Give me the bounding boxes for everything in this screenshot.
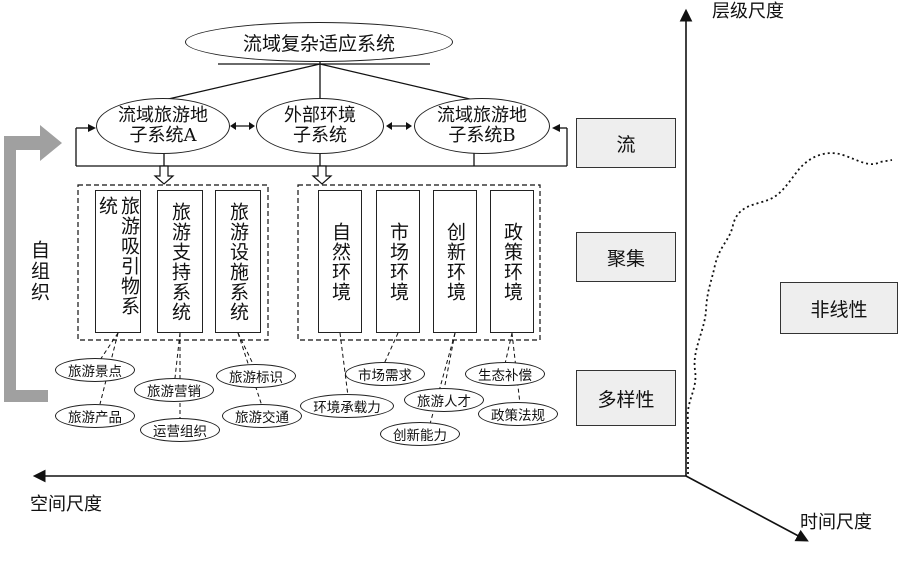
aggregation-label: 聚集 (606, 247, 645, 270)
natural-environment-box: 自然环境 (318, 190, 362, 333)
external-subsystem-line1: 外部环境 (284, 105, 356, 126)
subsystem-b-line2: 子系统B (448, 125, 516, 146)
nonlinearity-curve (686, 152, 893, 474)
self-organization-arrow (4, 125, 62, 402)
element-oval-innovation-capacity: 创新能力 (380, 422, 460, 446)
market-environment-box: 市场环境 (376, 190, 420, 333)
subsystem-b-line1: 流域旅游地 (437, 105, 527, 126)
group-box-left (77, 184, 269, 341)
self-organization-label: 自组织 (28, 240, 50, 303)
element-oval-signage: 旅游标识 (216, 364, 296, 388)
external-subsystem-line2: 子系统 (293, 125, 347, 146)
innovation-environment-label: 创新环境 (444, 221, 466, 302)
spatial-scale-label: 空间尺度 (30, 494, 102, 515)
element-oval-talent: 旅游人才 (404, 388, 484, 412)
attraction-system-label: 旅游吸引物系统 (96, 195, 140, 316)
diversity-box: 多样性 (576, 370, 676, 426)
aggregation-box: 聚集 (576, 232, 676, 282)
subsystem-a-oval: 流域旅游地子系统A (96, 98, 230, 154)
element-oval-marketing: 旅游营销 (134, 378, 214, 402)
support-system-box: 旅游支持系统 (157, 190, 203, 333)
innovation-environment-box: 创新环境 (433, 190, 477, 333)
element-label: 旅游景点 (68, 364, 122, 380)
element-oval-products: 旅游产品 (55, 404, 135, 428)
flow-label: 流 (616, 133, 636, 156)
subsystem-a-line2: 子系统A (129, 125, 197, 146)
element-label: 市场需求 (358, 368, 412, 384)
flow-box: 流 (576, 118, 676, 168)
element-label: 旅游产品 (68, 410, 122, 426)
element-oval-market-demand: 市场需求 (345, 362, 425, 386)
temporal-scale-label: 时间尺度 (800, 512, 872, 533)
nonlinearity-label: 非线性 (810, 298, 868, 321)
element-oval-carrying-capacity: 环境承载力 (300, 394, 394, 418)
subsystem-a-line1: 流域旅游地 (118, 105, 208, 126)
element-label: 生态补偿 (478, 368, 532, 384)
policy-environment-label: 政策环境 (501, 221, 523, 302)
diversity-label: 多样性 (597, 388, 655, 411)
attraction-system-box: 旅游吸引物系统 (95, 190, 141, 333)
support-system-label: 旅游支持系统 (169, 201, 191, 322)
facility-system-label: 旅游设施系统 (227, 201, 249, 322)
element-label: 旅游人才 (417, 394, 471, 410)
group-box-right (297, 184, 541, 341)
element-label: 运营组织 (153, 424, 207, 440)
down-arrow-left (153, 165, 175, 185)
element-oval-scenic-spots: 旅游景点 (55, 358, 135, 382)
element-label: 创新能力 (393, 428, 447, 444)
facility-system-box: 旅游设施系统 (215, 190, 261, 333)
market-environment-label: 市场环境 (387, 221, 409, 302)
element-label: 旅游营销 (147, 384, 201, 400)
element-oval-eco-compensation: 生态补偿 (465, 362, 545, 386)
nonlinearity-box: 非线性 (780, 282, 898, 334)
hierarchy-scale-label: 层级尺度 (712, 1, 784, 22)
element-label: 旅游标识 (229, 370, 283, 386)
element-label: 政策法规 (491, 408, 545, 424)
complex-adaptive-system-oval: 流域复杂适应系统 (185, 22, 453, 62)
complex-adaptive-system-label: 流域复杂适应系统 (242, 32, 395, 55)
down-arrow-right (311, 165, 333, 185)
subsystem-b-oval: 流域旅游地子系统B (414, 98, 550, 154)
policy-environment-box: 政策环境 (490, 190, 534, 333)
element-label: 环境承载力 (313, 400, 381, 416)
element-oval-operations: 运营组织 (140, 418, 220, 442)
element-oval-transport: 旅游交通 (222, 404, 302, 428)
diagonal-axis (685, 475, 809, 542)
element-label: 旅游交通 (235, 410, 289, 426)
natural-environment-label: 自然环境 (329, 221, 351, 302)
external-subsystem-oval: 外部环境子系统 (256, 98, 384, 154)
element-oval-policy-regulations: 政策法规 (478, 402, 558, 426)
